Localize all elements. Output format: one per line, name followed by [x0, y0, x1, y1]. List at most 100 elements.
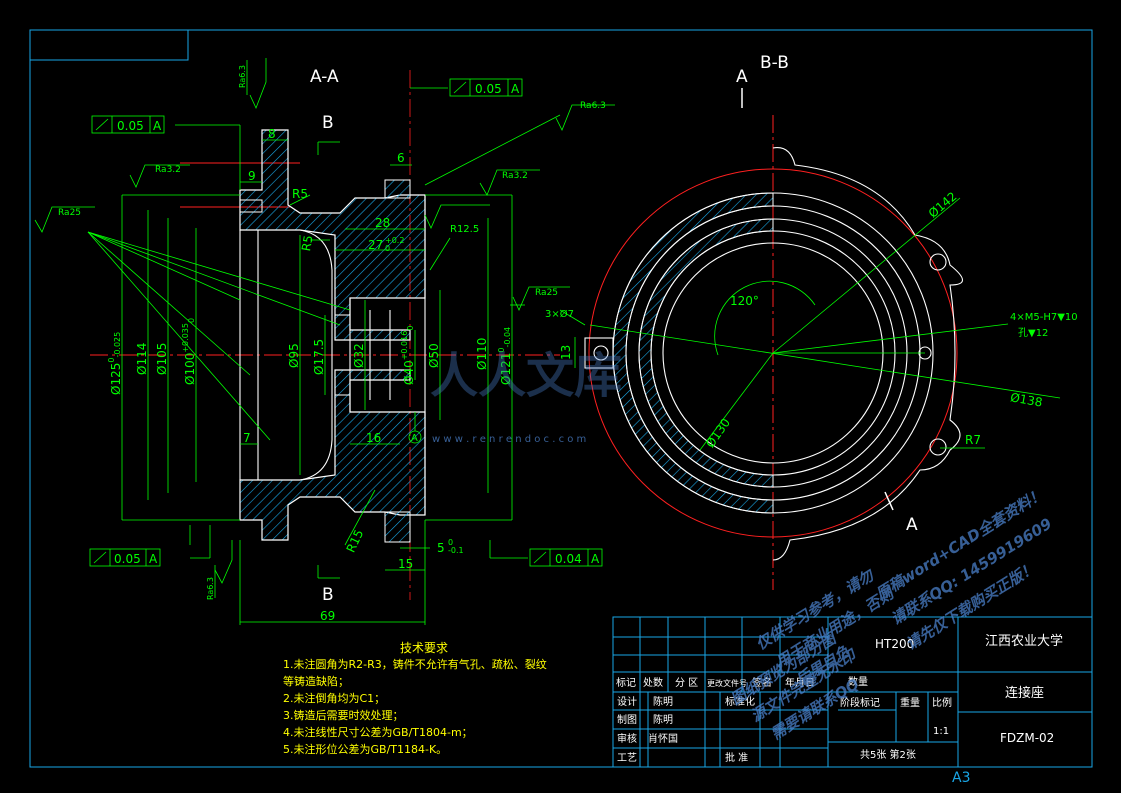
tb-row-label-4: 更改文件号	[707, 678, 747, 688]
title-block: HT200 江西农业大学 连接座 FDZM-02 1:1 共5张 第2张 重量 …	[612, 616, 1093, 768]
tb-reviewer-name: 肖怀国	[648, 732, 678, 745]
cut-label-b-bottom: B	[322, 585, 334, 605]
gdt-datum-2: A	[511, 82, 520, 96]
section-bb-title: B-B	[760, 53, 789, 73]
note-line-1: 1.未注圆角为R2-R3，铸件不允许有气孔、疏松、裂纹	[283, 657, 547, 671]
section-b-b-view: Ø142 Ø138 Ø130 120° R7 13 3×Ø7 4×M5-H7▼1…	[545, 53, 1078, 590]
roughness-ra25-left: Ra25	[58, 208, 81, 218]
dim-7: 7	[243, 431, 251, 445]
dim-9: 9	[248, 169, 256, 183]
tb-drafter-name: 陈明	[653, 713, 673, 726]
tb-review-label: 审核	[617, 732, 637, 745]
section-aa-title: A-A	[310, 67, 339, 87]
gdt-value-2: 0.05	[475, 82, 502, 96]
tb-sheets: 共5张 第2张	[860, 748, 916, 761]
dim-27-tol2: 0	[385, 244, 390, 253]
tb-weight-label: 重量	[900, 696, 920, 709]
tb-material: HT200	[875, 637, 914, 651]
tb-row-label-2: 处数	[643, 676, 663, 689]
dim-phi50: Ø50	[427, 343, 441, 368]
cut-label-a-top: A	[736, 67, 748, 87]
dim-6: 6	[397, 151, 405, 165]
tb-school: 江西农业大学	[985, 633, 1063, 649]
datum-a-label: A	[411, 433, 418, 444]
dim-phi95: Ø95	[287, 343, 301, 368]
dim-8: 8	[268, 127, 276, 141]
cut-label-a-bottom: A	[906, 515, 918, 535]
roughness-ra63-top: Ra6.3	[238, 65, 247, 88]
note-line-5: 4.未注线性尺寸公差为GB/T1804-m；	[283, 725, 473, 739]
dim-r125: R12.5	[450, 224, 479, 235]
tb-std-label: 标准化	[725, 695, 755, 708]
dim-28: 28	[375, 216, 390, 230]
dim-15: 15	[398, 557, 413, 571]
note-line-4: 3.铸造后需要时效处理；	[283, 708, 404, 722]
dim-phi125: Ø1250-0.025	[107, 332, 123, 395]
gdt-datum-1: A	[153, 119, 162, 133]
dim-r5b: R5	[299, 234, 316, 252]
tb-scale-label: 比例	[932, 696, 952, 709]
dim-r5a: R5	[292, 187, 308, 201]
roughness-ra25-right: Ra25	[535, 288, 558, 298]
tb-row-label-1: 标记	[616, 677, 636, 689]
tb-designer-name: 陈明	[653, 695, 673, 708]
note-line-2: 等铸造缺陷；	[283, 674, 349, 688]
roughness-ra63-bottom: Ra6.3	[206, 577, 215, 600]
gdt-value-4: 0.04	[555, 552, 582, 566]
dim-5-tol2: -0.1	[448, 546, 464, 555]
tb-row-label-6: 年月日	[785, 676, 815, 689]
roughness-ra63-right: Ra6.3	[580, 101, 606, 111]
dim-phi32: Ø32	[352, 343, 366, 368]
tb-design-label: 设计	[617, 695, 637, 708]
dim-phi130: Ø130	[703, 416, 733, 451]
dim-r7: R7	[965, 433, 981, 447]
technical-notes: 技术要求 1.未注圆角为R2-R3，铸件不允许有气孔、疏松、裂纹 等铸造缺陷； …	[283, 641, 547, 756]
dim-5: 5	[437, 541, 445, 555]
roughness-ra32-left: Ra3.2	[155, 165, 181, 175]
watermark-brand: 人人文库	[430, 348, 622, 404]
dim-phi110: Ø110	[475, 338, 489, 370]
tb-row-label-5: 签名	[752, 676, 772, 689]
tb-row-label-3: 分 区	[675, 677, 698, 689]
roughness-ra32-right: Ra3.2	[502, 171, 528, 181]
dim-phi175: Ø17.5	[312, 339, 326, 375]
dim-r15: R15	[344, 527, 367, 554]
dim-27: 27	[368, 238, 383, 252]
note-line-6: 5.未注形位公差为GB/T1184-K。	[283, 742, 447, 756]
dim-16: 16	[366, 431, 381, 445]
gdt-value-1: 0.05	[117, 119, 144, 133]
gdt-value-3: 0.05	[114, 552, 141, 566]
cut-label-b-top: B	[322, 113, 334, 133]
note-line-3: 2.未注倒角均为C1；	[283, 691, 385, 705]
tb-drawing-no: FDZM-02	[1000, 731, 1054, 745]
dim-holes-3x7: 3×Ø7	[545, 308, 574, 320]
tb-approve-label: 批 准	[725, 751, 748, 764]
dim-13: 13	[559, 345, 573, 360]
dim-5-tol: 0	[448, 538, 453, 547]
drawing-frame: A3	[29, 29, 1093, 786]
dim-thread: 4×M5-H7▼10	[1010, 312, 1078, 323]
tb-scale-value: 1:1	[933, 726, 949, 737]
tb-process-label: 工艺	[617, 752, 637, 764]
dim-phi100: Ø100+0.0350	[181, 318, 197, 385]
gdt-datum-4: A	[591, 552, 600, 566]
dim-phi40: Ø40+0.0160	[400, 326, 416, 385]
dim-phi138: Ø138	[1009, 390, 1043, 409]
notes-title: 技术要求	[400, 641, 448, 655]
watermark-url: w w w . r e n r e n d o c . c o m	[432, 434, 586, 445]
dim-phi105: Ø105	[155, 343, 169, 375]
dim-thread-depth: 孔▼12	[1018, 327, 1048, 339]
section-a-a-view: 8 9 6 28 27 +0.2 0 16 7 15 69 5 0 -0.1 R…	[34, 58, 615, 625]
dim-angle-120: 120°	[730, 294, 759, 308]
dim-phi142: Ø142	[926, 189, 960, 221]
dim-69: 69	[320, 609, 335, 623]
tb-part-name: 连接座	[1005, 685, 1044, 701]
watermark: 人人文库 w w w . r e n r e n d o c . c o m 图…	[430, 348, 1055, 743]
dim-phi121: Ø1210-0.04	[497, 327, 513, 385]
tb-drafter-label: 制图	[617, 713, 637, 726]
tb-stage-label: 阶段标记	[840, 696, 880, 709]
dim-27-tol: +0.2	[385, 236, 404, 245]
gdt-datum-3: A	[149, 552, 158, 566]
tb-count-label: 数量	[848, 675, 868, 688]
